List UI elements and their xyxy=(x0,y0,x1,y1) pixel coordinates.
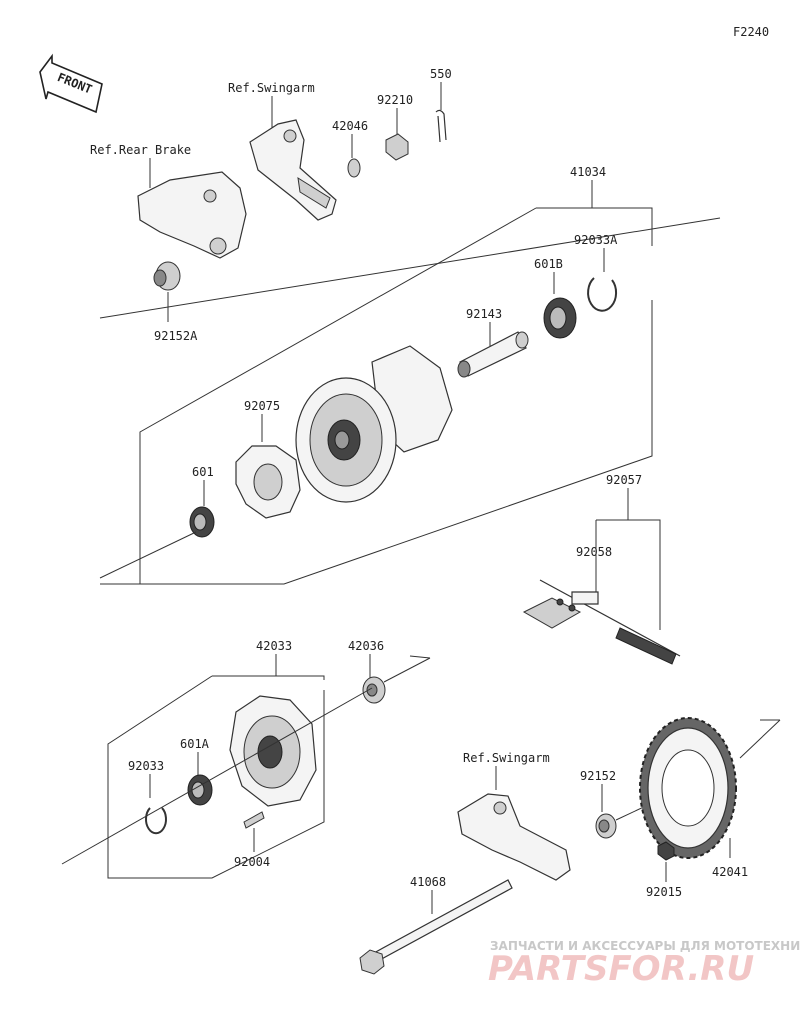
part-label-601: 601 xyxy=(192,465,214,479)
cotter-pin-550 xyxy=(435,109,447,143)
part-label-601A: 601A xyxy=(180,737,210,751)
swingarm-end-bottom xyxy=(457,793,571,881)
part-label-42033: 42033 xyxy=(256,639,292,653)
collar-92152A xyxy=(153,261,181,291)
collar-tube-92143 xyxy=(457,331,529,378)
assembly-outline-41034 xyxy=(139,207,653,585)
ref-swingarm-bottom-label: Ref.Swingarm xyxy=(463,751,550,765)
nut-92015 xyxy=(657,841,675,861)
part-label-92143: 92143 xyxy=(466,307,502,321)
part-label-92152: 92152 xyxy=(580,769,616,783)
bearing-601B xyxy=(543,297,577,339)
part-label-92210: 92210 xyxy=(377,93,413,107)
part-label-92057: 92057 xyxy=(606,473,642,487)
front-arrow-icon: FRONT xyxy=(39,53,103,114)
part-label-41034: 41034 xyxy=(570,165,606,179)
watermark-logo: PARTSFOR.RU xyxy=(488,949,754,989)
hub-damper-92075 xyxy=(235,445,301,519)
watermark-caption: ЗАПЧАСТИ И АКСЕССУАРЫ ДЛЯ МОТОТЕХНИКИ xyxy=(490,939,800,953)
ref-swingarm-top-label: Ref.Swingarm xyxy=(228,81,315,95)
washer-42046 xyxy=(347,158,361,178)
axle-centerline-upper xyxy=(99,217,721,319)
part-label-92033A: 92033A xyxy=(574,233,618,247)
part-label-92004: 92004 xyxy=(234,855,270,869)
part-label-42046: 42046 xyxy=(332,119,368,133)
figure-code: F2240 xyxy=(733,25,769,39)
axle-41068 xyxy=(359,879,513,975)
ref-rear-brake-label: Ref.Rear Brake xyxy=(90,143,191,157)
drive-chain-92057 xyxy=(522,579,681,665)
rear-brake-bracket xyxy=(137,171,247,259)
part-label-92075: 92075 xyxy=(244,399,280,413)
part-label-550: 550 xyxy=(430,67,452,81)
nut-92210 xyxy=(385,133,409,161)
stud-92004 xyxy=(243,811,265,829)
rear-hub-41034 xyxy=(295,345,453,503)
part-label-601B: 601B xyxy=(534,257,563,271)
rear-sprocket-42041 xyxy=(639,717,737,859)
circlip-92033A xyxy=(587,277,618,312)
part-label-92152A: 92152A xyxy=(154,329,198,343)
collar-92152 xyxy=(595,813,617,839)
coupling-42033 xyxy=(229,695,317,807)
part-label-42041: 42041 xyxy=(712,865,748,879)
part-label-92015: 92015 xyxy=(646,885,682,899)
part-label-92033: 92033 xyxy=(128,759,164,773)
part-label-92058: 92058 xyxy=(576,545,612,559)
part-label-42036: 42036 xyxy=(348,639,384,653)
swingarm-end-top xyxy=(249,119,337,221)
circlip-92033 xyxy=(145,807,167,835)
axle-centerline-lower xyxy=(61,687,373,865)
bearing-601 xyxy=(189,506,215,538)
part-label-41068: 41068 xyxy=(410,875,446,889)
collar-42036 xyxy=(362,676,386,704)
assembly-outline-42033 xyxy=(107,675,325,879)
